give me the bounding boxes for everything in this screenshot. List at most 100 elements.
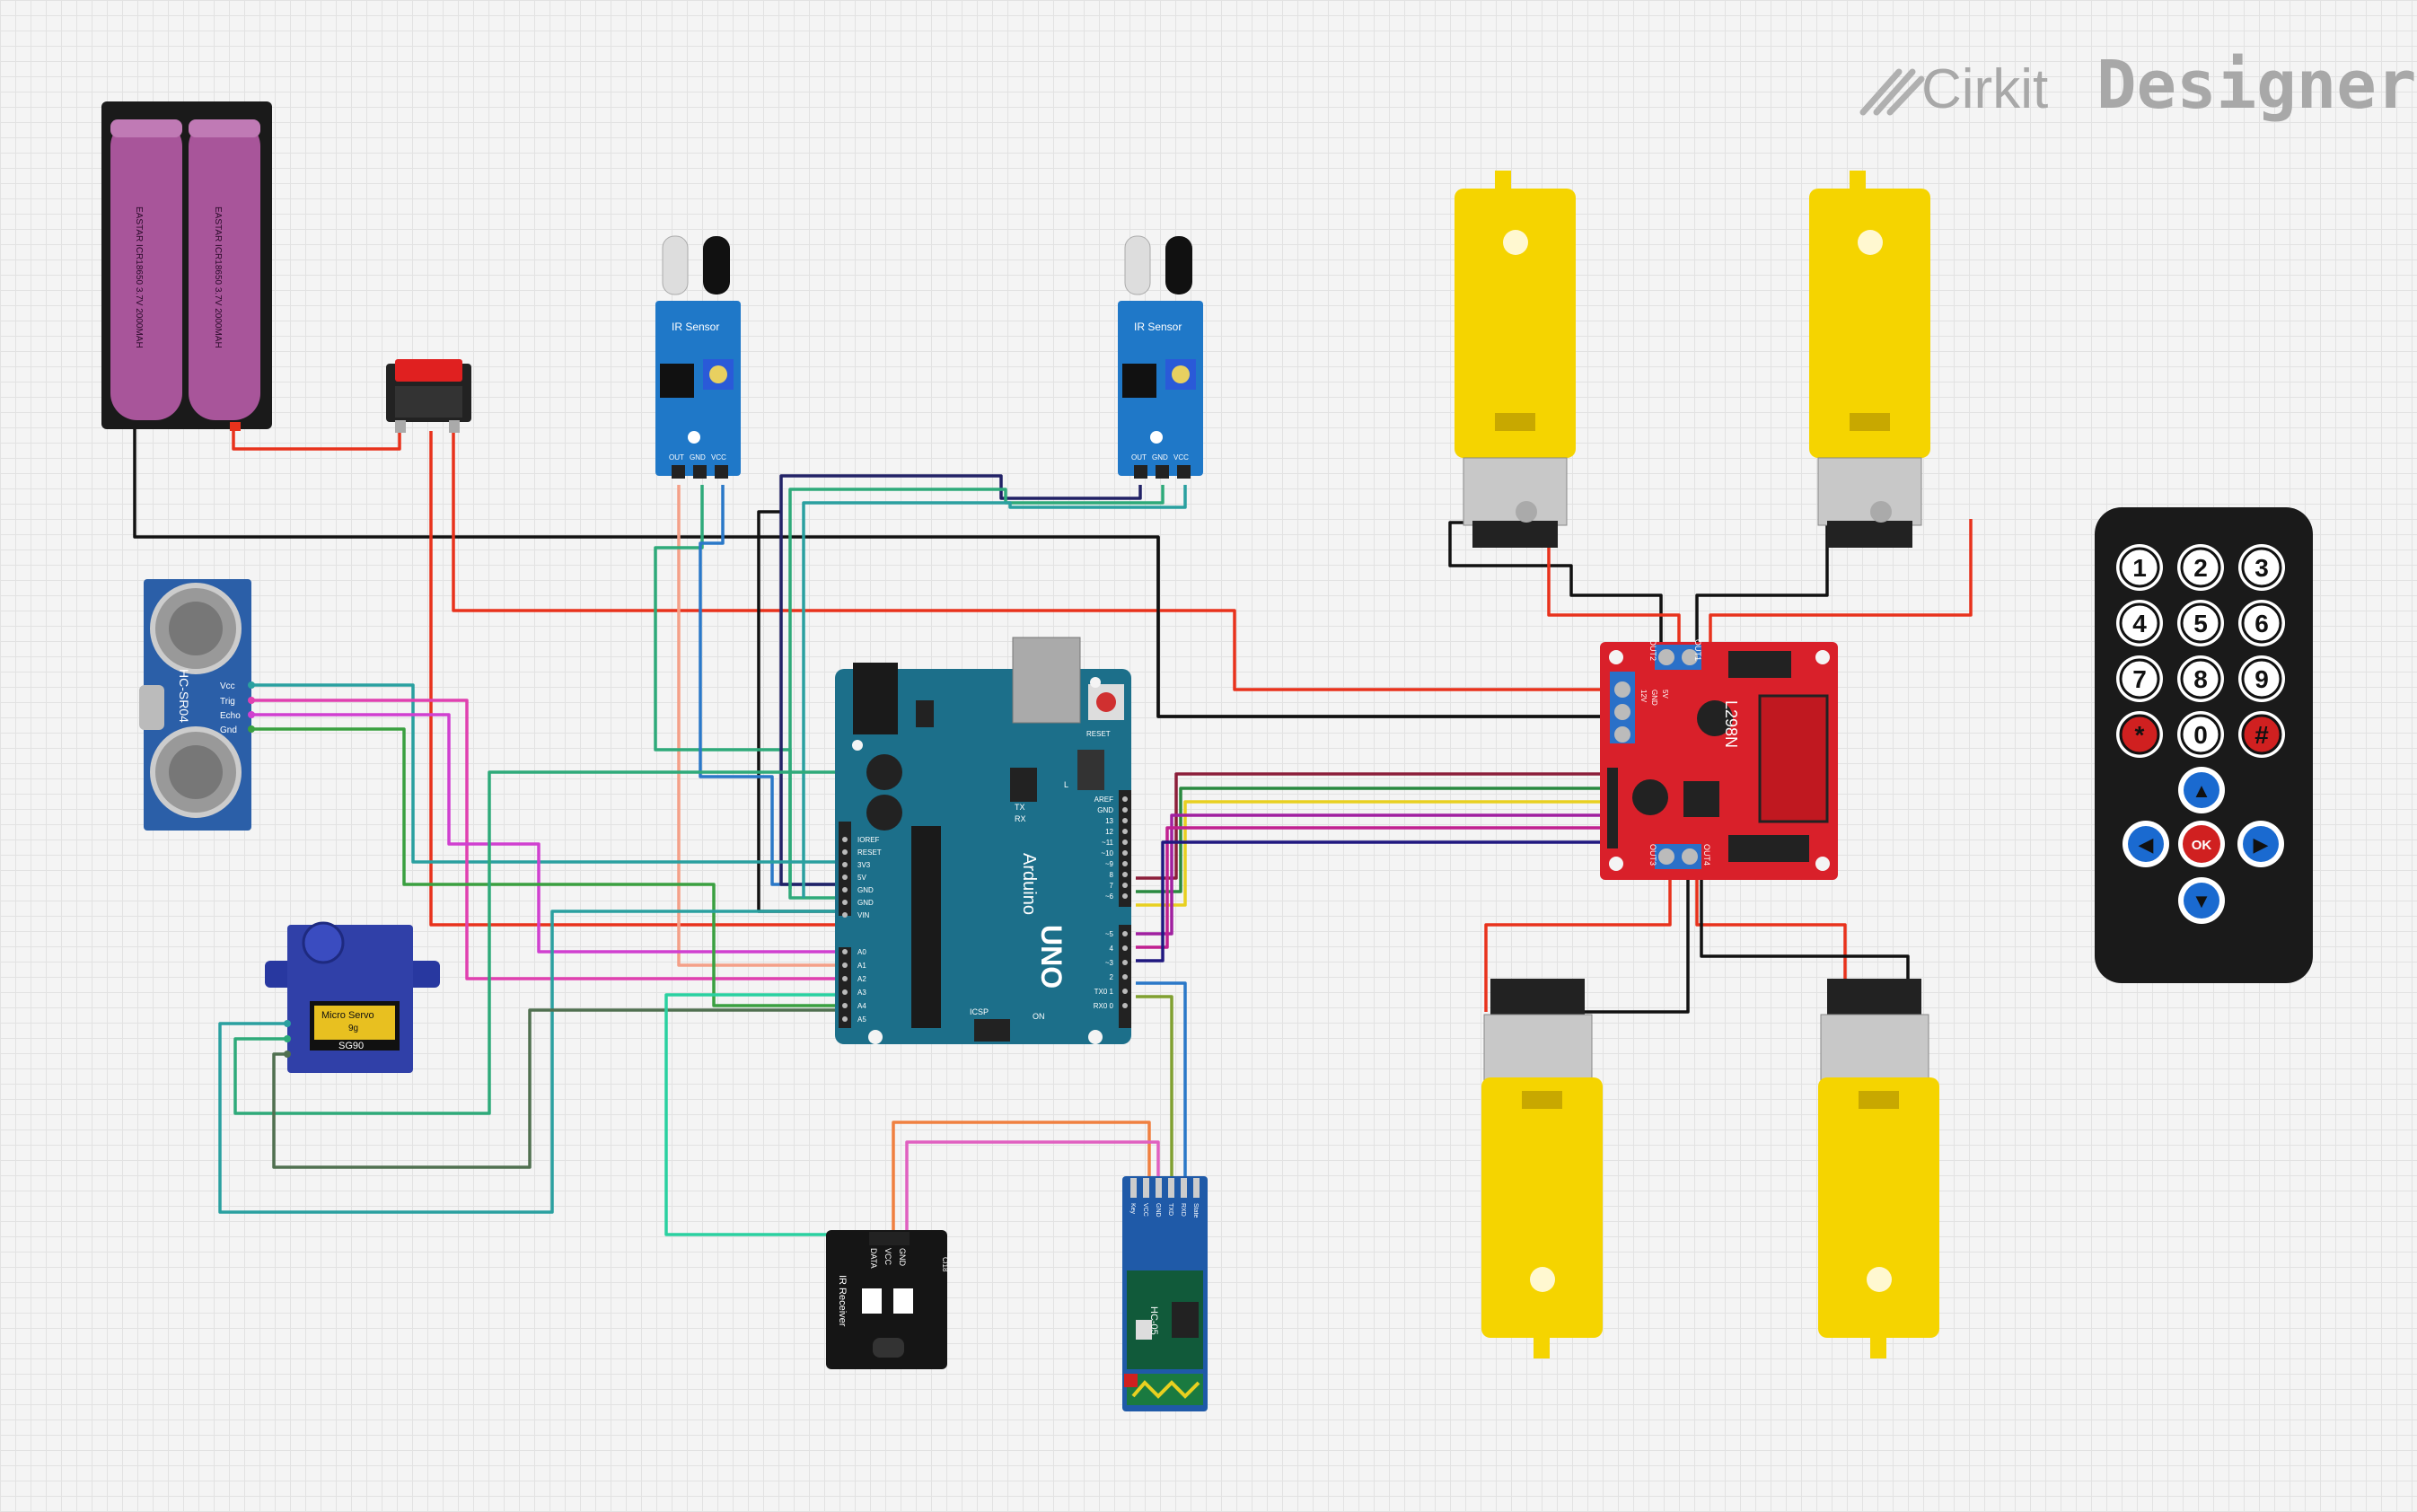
- arduino-analog-pin[interactable]: [842, 1003, 848, 1008]
- remote-arrow-right-icon: ▶: [2254, 833, 2269, 856]
- arduino-analog-pin[interactable]: [842, 1016, 848, 1022]
- wire-ir-left-gnd[interactable]: [654, 485, 844, 900]
- wire-servo-gnd[interactable]: [272, 1008, 844, 1169]
- arduino-analog-pin[interactable]: [842, 963, 848, 968]
- arduino-digital-pin-label: 4: [1110, 945, 1114, 953]
- wire-us-echo[interactable]: [251, 713, 844, 954]
- arduino-power-pin[interactable]: [842, 837, 848, 842]
- arduino-digital-pin[interactable]: [1122, 861, 1128, 866]
- wire-battery-positive[interactable]: [232, 429, 401, 451]
- wire-out2-motor1-black[interactable]: [1448, 521, 1663, 646]
- ir-sensor-right[interactable]: IR Sensor OUT GND VCC: [1118, 235, 1203, 479]
- wire-us-gnd[interactable]: [251, 727, 844, 1007]
- arduino-analog-pin-label: A4: [857, 1002, 866, 1010]
- arduino-power-pin[interactable]: [842, 862, 848, 867]
- bt-pin[interactable]: [1156, 1178, 1162, 1198]
- wire-switch-to-12v[interactable]: [452, 431, 1600, 691]
- micro-servo[interactable]: Micro Servo 9g SG90: [265, 921, 440, 1073]
- wire-servo-signal[interactable]: [218, 910, 844, 1214]
- l298n-model: L298N: [1722, 700, 1740, 748]
- rocker-switch[interactable]: [386, 359, 471, 433]
- motor-top-right[interactable]: [1809, 171, 1930, 548]
- arduino-digital-pin[interactable]: [1122, 945, 1128, 951]
- arduino-digital-pin[interactable]: [1122, 796, 1128, 802]
- wire-irrx-vcc[interactable]: [892, 1121, 1151, 1235]
- arduino-analog-pin[interactable]: [842, 989, 848, 995]
- wire-ir-right-gnd[interactable]: [788, 485, 1165, 889]
- wire-servo-vcc[interactable]: [233, 770, 844, 1115]
- wire-irrx-data[interactable]: [664, 993, 880, 1236]
- wire-irrx-gnd[interactable]: [905, 1140, 1160, 1235]
- l298n-motor-driver[interactable]: L298N OUT1 OUT2 OUT3 OUT4 12V GND 5V: [1600, 639, 1838, 880]
- wire-ir-right-vcc[interactable]: [802, 485, 1187, 898]
- arduino-analog-pin[interactable]: [842, 976, 848, 981]
- battery-cell-2: [189, 119, 260, 420]
- arduino-on-label: ON: [1033, 1012, 1045, 1021]
- wire-d8-in2[interactable]: [1136, 800, 1616, 907]
- wire-bt-tx[interactable]: [1136, 981, 1187, 1176]
- ir-receiver-module[interactable]: IR Receiver DATA VCC GND Cl18: [826, 1230, 949, 1369]
- wire-d6-in4[interactable]: [1136, 826, 1616, 949]
- wire-out2-motor1-red[interactable]: [1547, 523, 1681, 646]
- motor-top-left[interactable]: [1455, 171, 1576, 548]
- arduino-digital-pin[interactable]: [1122, 989, 1128, 994]
- wire-d5-enb[interactable]: [1136, 840, 1616, 963]
- motor-bottom-left[interactable]: [1481, 979, 1603, 1358]
- wire-out3-motor3-red[interactable]: [1484, 871, 1672, 1012]
- bt-pin-label: TXD: [1167, 1203, 1173, 1216]
- arduino-digital-pin[interactable]: [1122, 960, 1128, 965]
- wire-out1-motor2-red[interactable]: [1709, 519, 1973, 646]
- arduino-digital-pin-label: ~6: [1105, 892, 1114, 901]
- wire-out3-motor3-black[interactable]: [1553, 871, 1690, 1014]
- bt-pin[interactable]: [1193, 1178, 1200, 1198]
- arduino-digital-pin[interactable]: [1122, 893, 1128, 899]
- arduino-digital-pin[interactable]: [1122, 840, 1128, 845]
- arduino-digital-pin[interactable]: [1122, 974, 1128, 980]
- arduino-digital-pin[interactable]: [1122, 829, 1128, 834]
- arduino-uno[interactable]: RESET Arduino UNO ICSP ON TX RX L IOREFR…: [835, 637, 1131, 1044]
- wire-ir-left-vcc[interactable]: [699, 485, 844, 886]
- wire-ir-right-out[interactable]: [779, 474, 1142, 886]
- wire-l298n-gnd-arduino[interactable]: [1156, 537, 1600, 718]
- arduino-digital-pin-label: 7: [1110, 882, 1114, 890]
- arduino-power-pin[interactable]: [842, 912, 848, 918]
- wire-d9-in1[interactable]: [1136, 787, 1616, 893]
- arduino-power-pin[interactable]: [842, 900, 848, 905]
- bt-pin[interactable]: [1130, 1178, 1137, 1198]
- wire-bt-rx[interactable]: [1136, 995, 1173, 1176]
- remote-key-ring: [2241, 714, 2282, 755]
- wire-ir-left-out[interactable]: [677, 485, 844, 967]
- arduino-digital-pin[interactable]: [1122, 872, 1128, 877]
- arduino-digital-pin[interactable]: [1122, 807, 1128, 813]
- arduino-digital-pin[interactable]: [1122, 818, 1128, 823]
- wire-d10-ena[interactable]: [1136, 772, 1616, 880]
- bt-pin[interactable]: [1143, 1178, 1149, 1198]
- wire-d7-in3[interactable]: [1136, 813, 1616, 936]
- arduino-digital-pin-label: 12: [1105, 828, 1113, 836]
- wire-us-trig[interactable]: [251, 699, 844, 980]
- bt-pin[interactable]: [1168, 1178, 1174, 1198]
- wire-out4-motor4-red[interactable]: [1695, 871, 1847, 1012]
- arduino-power-pin[interactable]: [842, 887, 848, 892]
- motor-bottom-right[interactable]: [1818, 979, 1939, 1358]
- arduino-digital-pin[interactable]: [1122, 883, 1128, 888]
- wire-out1-motor2-black[interactable]: [1695, 523, 1829, 646]
- ir-sensor-left[interactable]: IR Sensor OUT GND VCC: [655, 235, 741, 479]
- wire-us-vcc[interactable]: [251, 683, 844, 864]
- arduino-power-pin[interactable]: [842, 849, 848, 855]
- arduino-digital-pin[interactable]: [1122, 931, 1128, 936]
- cirkit-logo-icon: [1859, 68, 1925, 116]
- arduino-analog-pin[interactable]: [842, 949, 848, 954]
- arduino-digital-pin[interactable]: [1122, 1003, 1128, 1008]
- ultrasonic-sensor[interactable]: HC-SR04 Vcc Trig Echo Gnd: [139, 579, 255, 831]
- battery-holder[interactable]: EASTAR ICR18650 3.7V 2000MAH EASTAR ICR1…: [101, 101, 272, 431]
- arduino-power-pin[interactable]: [842, 875, 848, 880]
- l298n-pwr-gnd: GND: [1650, 690, 1658, 706]
- bt-pin[interactable]: [1181, 1178, 1187, 1198]
- arduino-digital-pin[interactable]: [1122, 850, 1128, 856]
- wire-switch-to-vin[interactable]: [429, 431, 844, 927]
